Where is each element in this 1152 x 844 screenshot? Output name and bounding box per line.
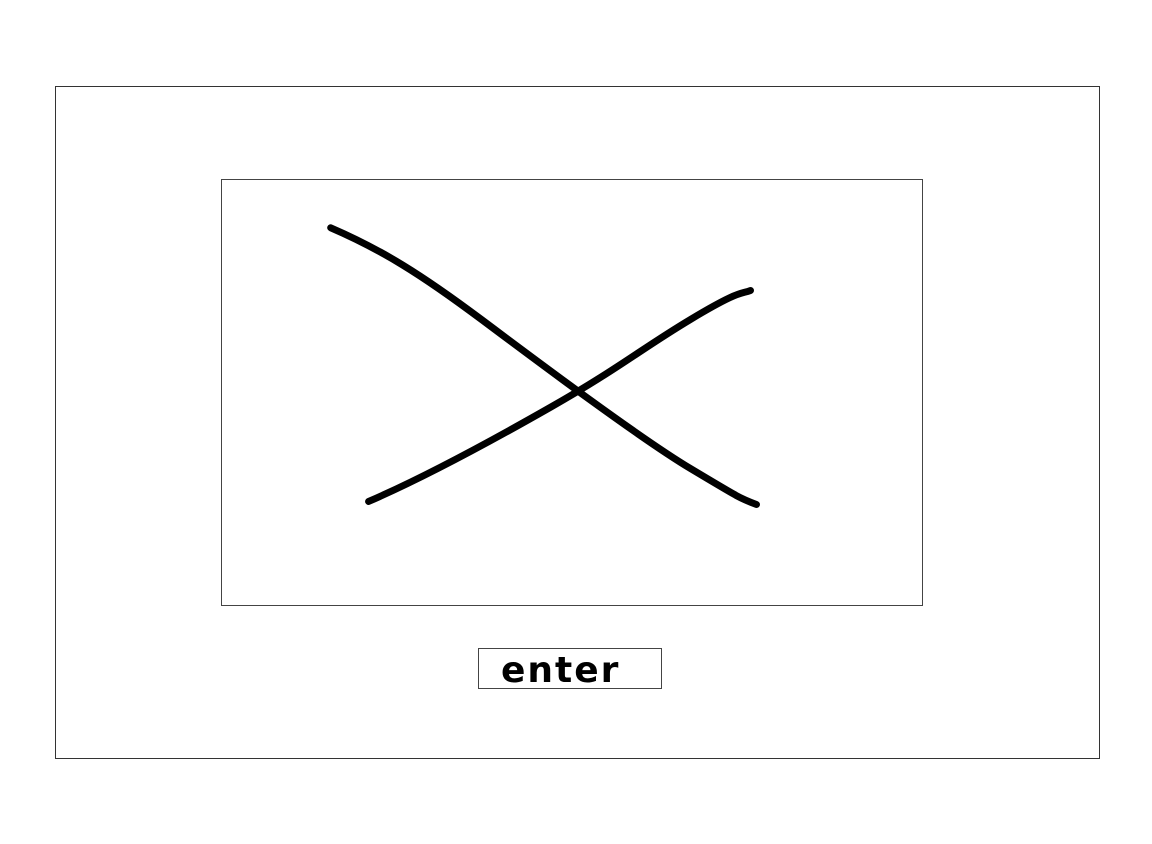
cross-placeholder-icon (327, 224, 760, 508)
cross-stroke-down (327, 224, 760, 508)
enter-button[interactable]: enter (478, 648, 662, 689)
enter-button-label: enter (501, 649, 621, 691)
window-frame (55, 86, 1100, 759)
image-placeholder (221, 179, 923, 606)
cross-stroke-up (365, 286, 754, 505)
